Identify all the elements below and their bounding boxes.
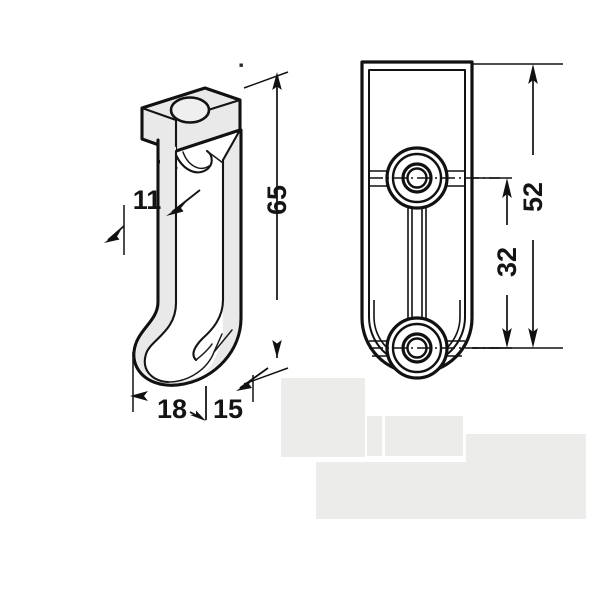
mask-block-5 xyxy=(466,434,586,519)
dimension-32: 32 xyxy=(472,177,522,349)
dimension-label-65: 65 xyxy=(262,185,292,215)
dimension-18: 18 xyxy=(130,352,207,424)
dimension-label-52: 52 xyxy=(518,182,548,212)
arrow-left-icon xyxy=(130,391,148,401)
dimension-label-11: 11 xyxy=(133,185,162,215)
arrow-left-icon xyxy=(236,378,254,391)
dimension-15: 15 xyxy=(205,367,269,424)
dimension-label-32: 32 xyxy=(492,247,522,277)
isometric-hook-view xyxy=(132,63,243,387)
arrow-left-icon xyxy=(104,230,121,243)
arrow-up-icon xyxy=(502,178,512,198)
reference-dot xyxy=(239,63,243,67)
arrow-down-icon xyxy=(528,328,538,348)
arrow-down-icon xyxy=(502,328,512,348)
hook-body xyxy=(132,128,243,387)
dimension-11: 11 xyxy=(104,185,201,255)
mask-block-2 xyxy=(367,416,382,456)
front-plate-view xyxy=(360,60,500,380)
arrow-up-icon xyxy=(528,64,538,84)
mask-block-1 xyxy=(281,378,365,457)
arrow-up-icon xyxy=(272,72,282,90)
dimension-label-18: 18 xyxy=(157,394,187,424)
dimension-52: 52 xyxy=(472,63,563,349)
dimension-65: 65 xyxy=(243,71,292,385)
dimension-label-15: 15 xyxy=(213,394,243,424)
mask-block-3 xyxy=(385,416,463,456)
arrow-pointer-icon xyxy=(166,202,186,216)
mask-block-4 xyxy=(316,462,484,519)
arrow-right-icon xyxy=(190,410,206,421)
mask-overlay-group xyxy=(281,378,586,519)
